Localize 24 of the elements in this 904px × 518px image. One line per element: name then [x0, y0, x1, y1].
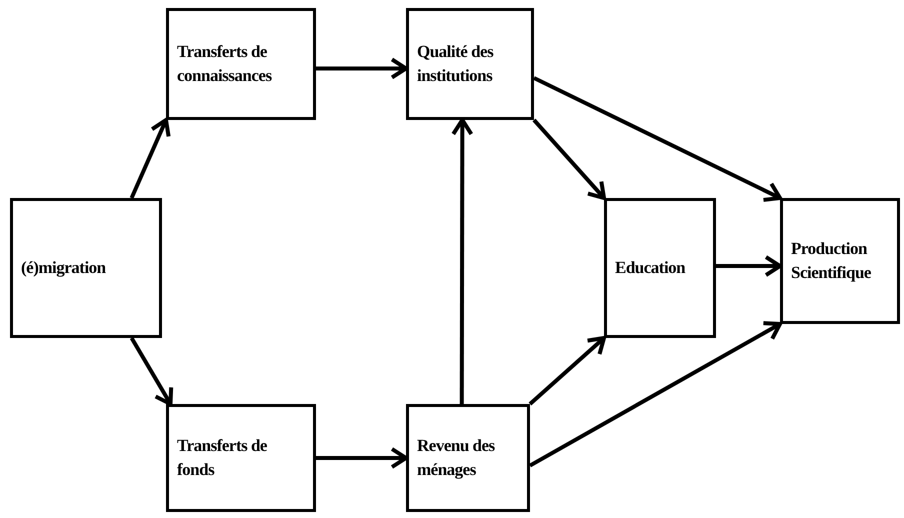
- box-label: Production Scientifique: [791, 238, 872, 284]
- arrow: [316, 447, 408, 469]
- process-box: [604, 198, 716, 338]
- box-label: Revenu des ménages: [417, 435, 496, 481]
- arrow: [130, 336, 174, 406]
- process-box: [166, 404, 316, 512]
- arrow: [451, 118, 474, 404]
- process-box: [166, 8, 316, 120]
- box-label: Transferts de connaissances: [177, 41, 273, 87]
- box-label: Qualité des institutions: [417, 41, 494, 87]
- arrow: [533, 76, 782, 202]
- process-box: [406, 404, 530, 512]
- arrow: [529, 321, 782, 468]
- arrow: [716, 255, 782, 278]
- box-label: Education: [615, 257, 686, 280]
- arrow: [528, 336, 606, 406]
- arrow: [532, 118, 606, 200]
- arrow: [130, 118, 171, 199]
- box-label: Transferts de fonds: [177, 435, 268, 481]
- process-box: [406, 8, 534, 120]
- process-box: [780, 198, 900, 324]
- process-box: [10, 198, 162, 338]
- box-label: (é)migration: [21, 257, 106, 280]
- arrow: [316, 57, 408, 80]
